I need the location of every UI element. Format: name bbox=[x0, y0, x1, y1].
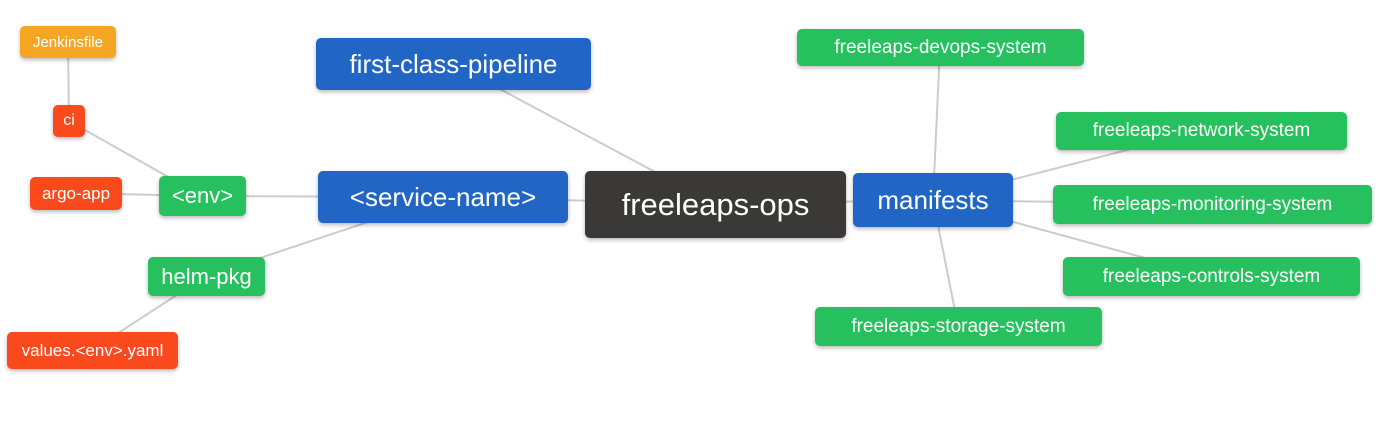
node-first-class-pipeline[interactable]: first-class-pipeline bbox=[316, 38, 591, 90]
node-service-name[interactable]: <service-name> bbox=[318, 171, 568, 223]
node-argo-app[interactable]: argo-app bbox=[30, 177, 122, 210]
node-values-env-yaml[interactable]: values.<env>.yaml bbox=[7, 332, 178, 369]
node-env[interactable]: <env> bbox=[159, 176, 246, 216]
node-freeleaps-devops-system[interactable]: freeleaps-devops-system bbox=[797, 29, 1084, 66]
node-jenkinsfile[interactable]: Jenkinsfile bbox=[20, 26, 116, 58]
node-freeleaps-network-system[interactable]: freeleaps-network-system bbox=[1056, 112, 1347, 150]
node-freeleaps-monitoring-system[interactable]: freeleaps-monitoring-system bbox=[1053, 185, 1372, 224]
node-freeleaps-storage-system[interactable]: freeleaps-storage-system bbox=[815, 307, 1102, 346]
node-helm-pkg[interactable]: helm-pkg bbox=[148, 257, 265, 296]
node-ci[interactable]: ci bbox=[53, 105, 85, 137]
node-freeleaps-controls-system[interactable]: freeleaps-controls-system bbox=[1063, 257, 1360, 296]
node-freeleaps-ops-root[interactable]: freeleaps-ops bbox=[585, 171, 846, 238]
node-manifests[interactable]: manifests bbox=[853, 173, 1013, 227]
